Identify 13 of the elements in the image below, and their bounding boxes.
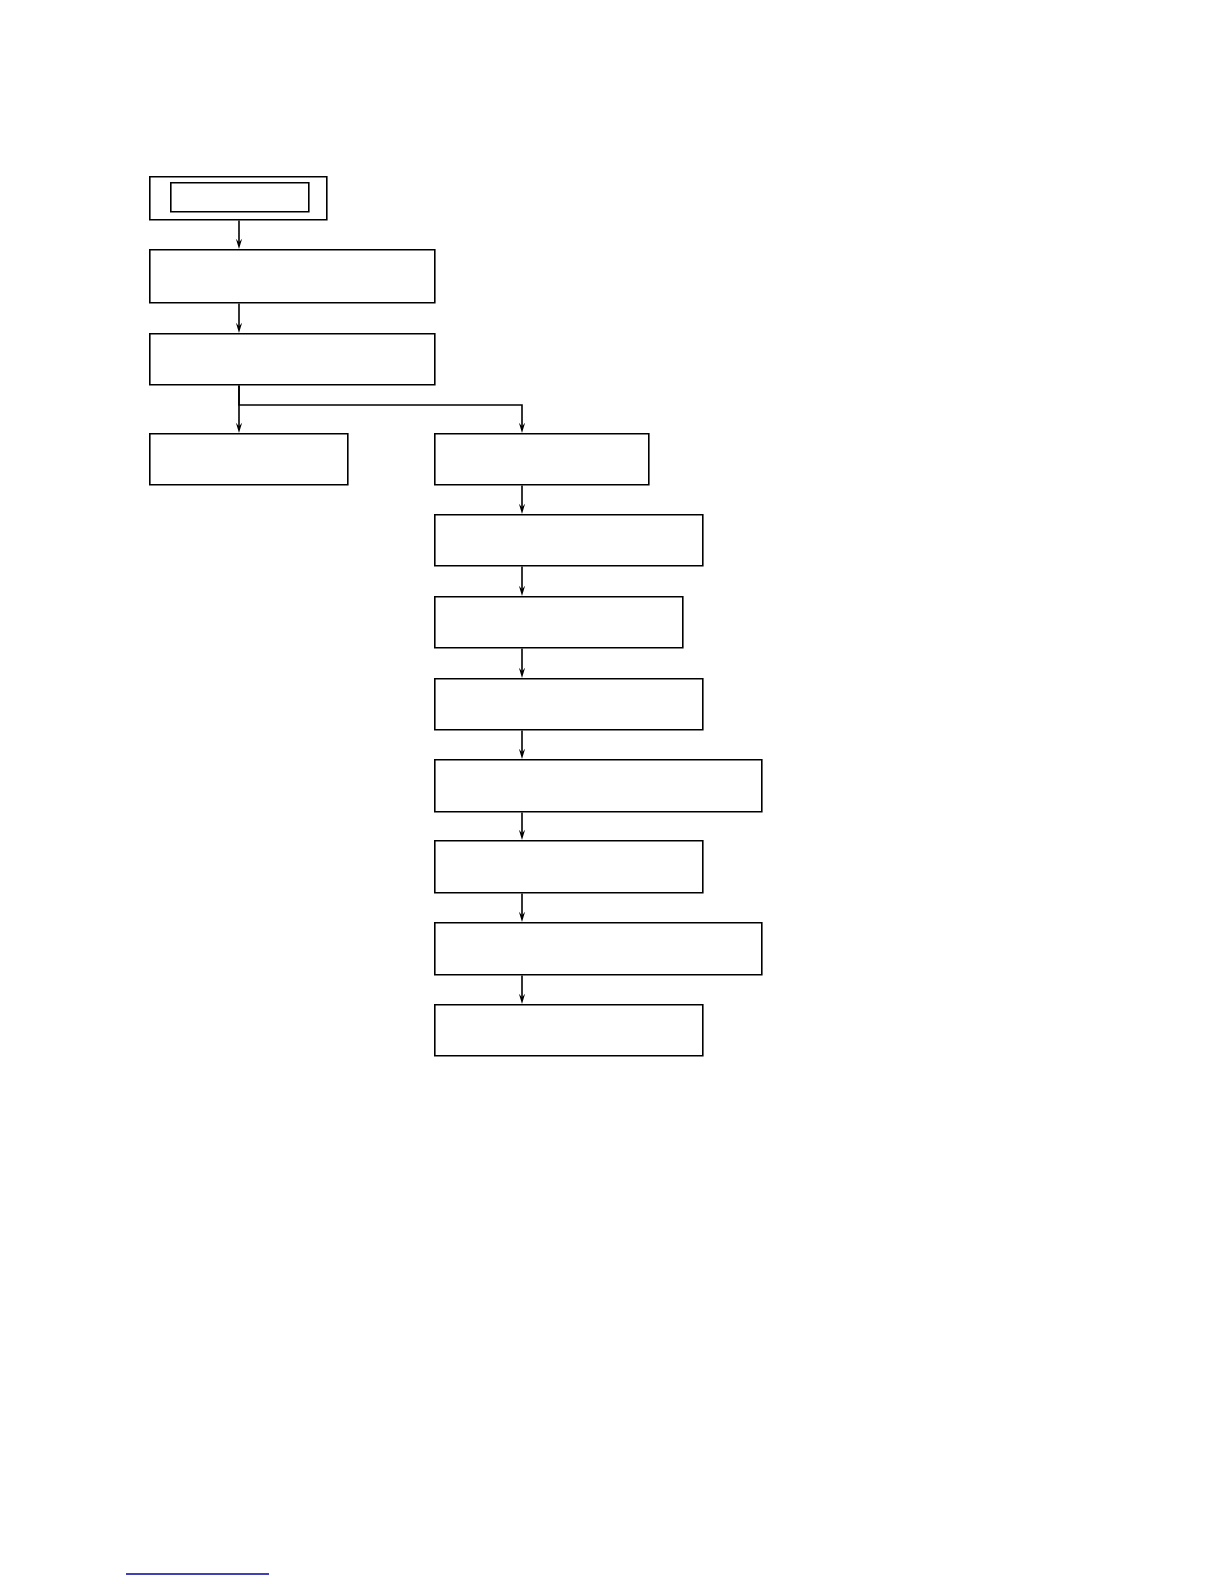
empty-box (434, 759, 763, 813)
empty-box (434, 840, 704, 894)
empty-box (434, 596, 684, 649)
empty-box (434, 514, 704, 567)
empty-box (434, 1004, 704, 1057)
empty-box (149, 176, 328, 221)
empty-box (434, 922, 763, 976)
empty-box (434, 433, 650, 486)
empty-box (170, 182, 310, 213)
empty-box (149, 333, 436, 386)
empty-box (149, 433, 349, 486)
empty-box (149, 249, 436, 304)
empty-box (434, 678, 704, 731)
